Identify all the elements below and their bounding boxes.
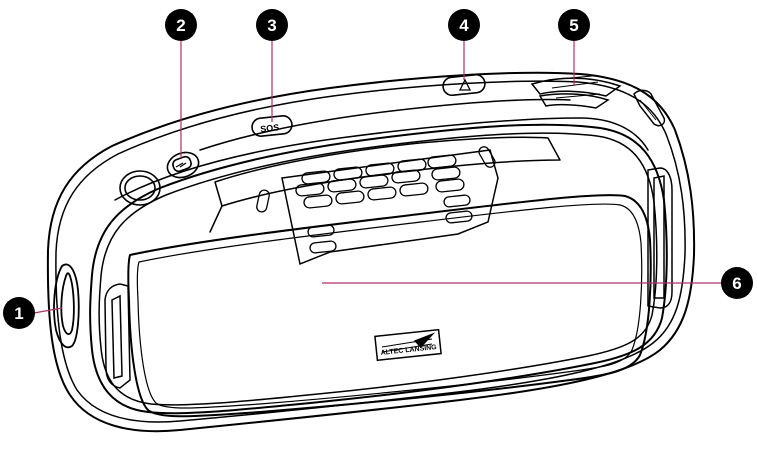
sos-label: SOS — [260, 122, 280, 134]
side-port — [53, 263, 80, 349]
carry-strap-clip — [530, 75, 666, 127]
callout-3: 3 — [256, 9, 288, 41]
svg-text:2: 2 — [176, 16, 185, 35]
flashlight-button[interactable] — [119, 148, 202, 206]
callout-1: 1 — [3, 297, 35, 329]
callout-2: 2 — [165, 9, 197, 41]
callout-5: 5 — [558, 9, 590, 41]
callout-4: 4 — [448, 9, 480, 41]
warning-icon — [458, 78, 472, 91]
svg-text:1: 1 — [14, 304, 23, 323]
svg-text:4: 4 — [459, 16, 469, 35]
callout-badges: 1 2 3 4 5 6 — [3, 9, 753, 329]
leader-1 — [33, 307, 63, 314]
side-grille-left — [104, 283, 131, 389]
warning-button[interactable] — [442, 73, 486, 97]
svg-text:3: 3 — [267, 16, 276, 35]
svg-text:6: 6 — [732, 274, 741, 293]
callout-6: 6 — [721, 267, 753, 299]
sos-button[interactable]: SOS — [251, 115, 293, 137]
key-pads — [256, 146, 496, 254]
side-grille-right — [647, 167, 673, 309]
front-grille — [127, 194, 652, 418]
leader-lines — [33, 40, 722, 314]
logo: ALTEC LANSING — [374, 328, 442, 362]
svg-text:5: 5 — [569, 16, 578, 35]
